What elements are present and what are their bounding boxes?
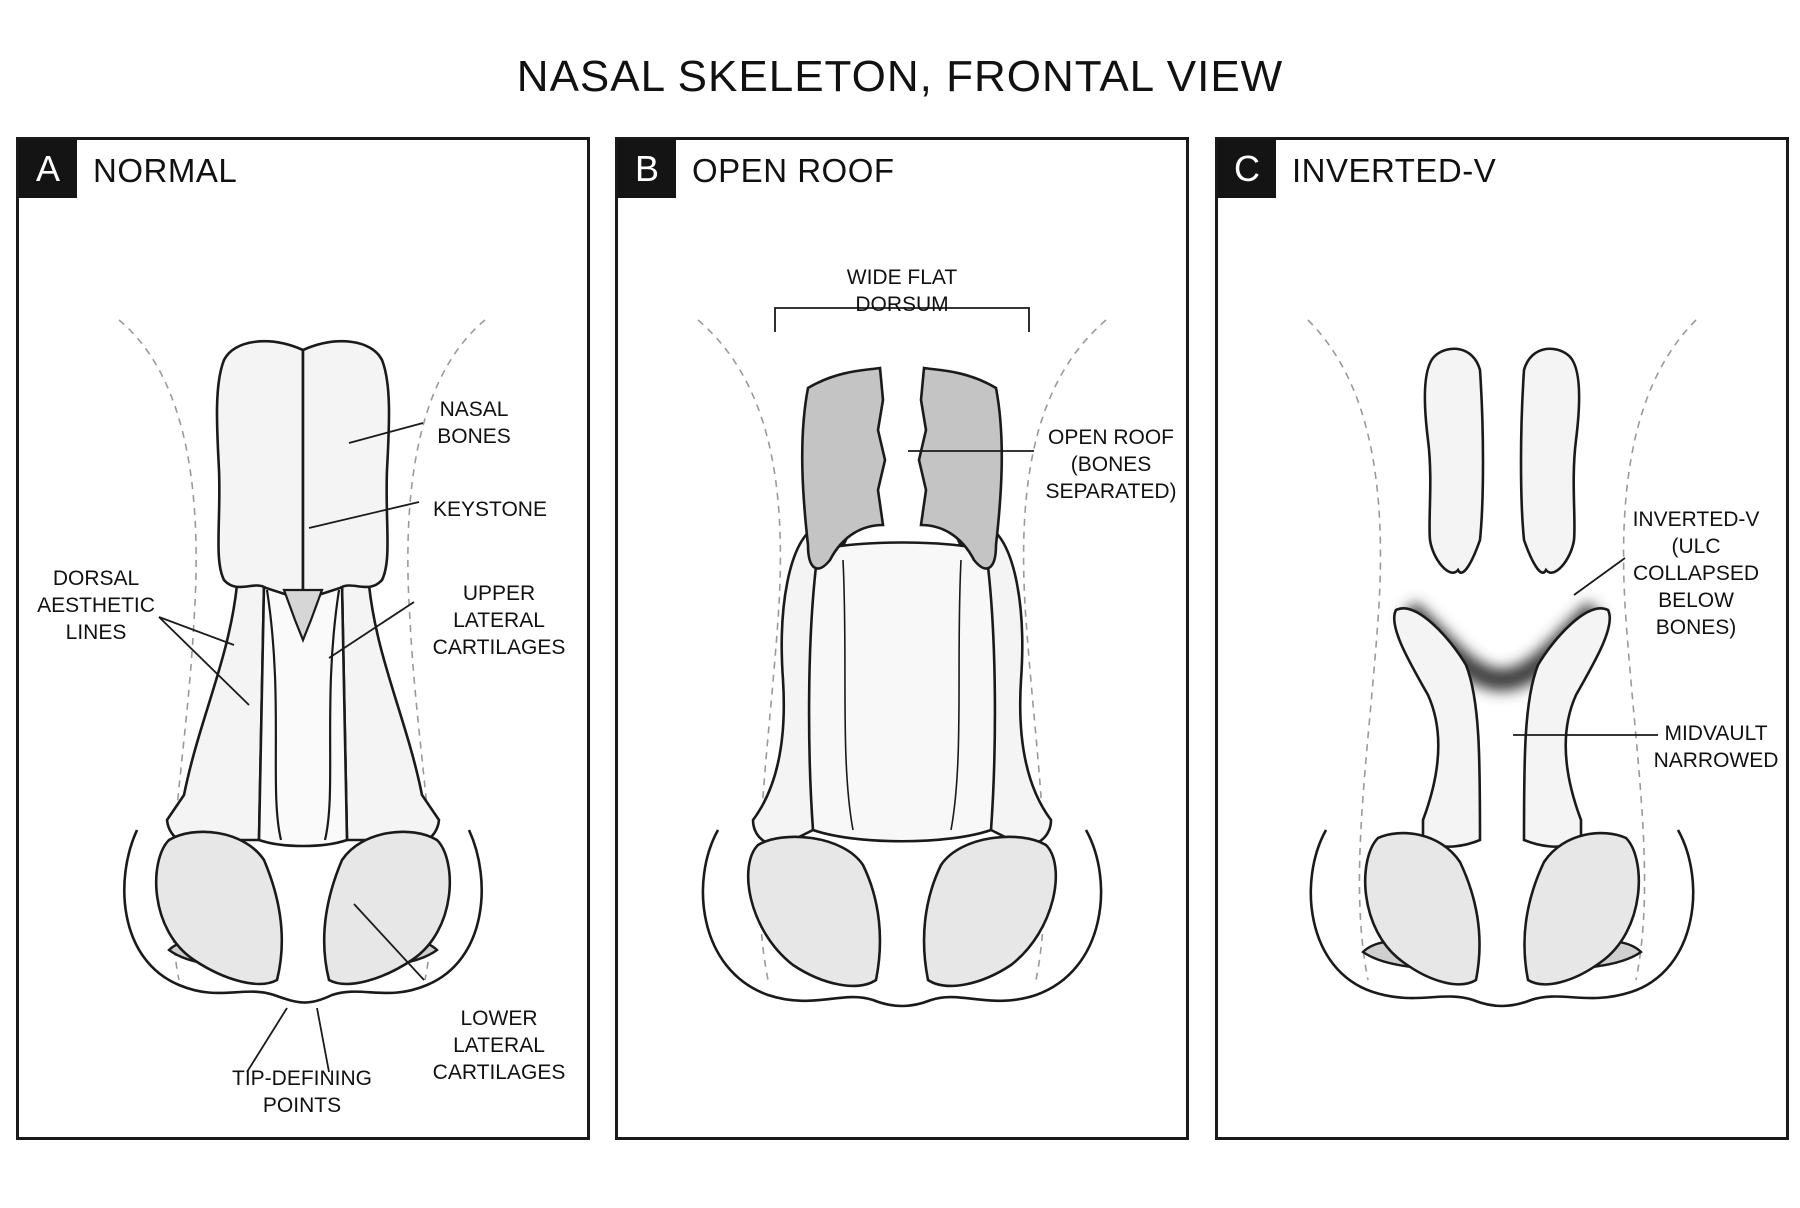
leader-lines — [158, 422, 425, 1073]
label-wide-flat-dorsum: WIDE FLAT DORSUM — [846, 266, 958, 316]
face-contour-dashed — [118, 319, 486, 981]
nasal-base-outline — [1309, 829, 1695, 1008]
panel-letter: B — [618, 140, 676, 198]
label-keystone: KEYSTONE — [433, 498, 547, 521]
nose-normal-illustration — [118, 319, 486, 1073]
label-dorsal-aesthetic-lines: DORSAL AESTHETIC LINES — [37, 567, 155, 644]
separated-nasal-bones — [800, 366, 1004, 570]
nasal-base-outline — [123, 829, 483, 1004]
lower-lateral-cartilages — [1363, 831, 1641, 986]
nasal-base-outline — [701, 829, 1103, 1008]
upper-lateral-cartilages — [751, 523, 1053, 846]
lower-lateral-cartilages — [154, 830, 452, 986]
panel-title: OPEN ROOF — [692, 152, 895, 189]
label-tip-defining-points: TIP-DEFINING POINTS — [232, 1067, 372, 1117]
panel-open-roof: B OPEN ROOF — [615, 137, 1189, 1140]
nose-inverted-v-illustration — [1307, 319, 1697, 1008]
lower-lateral-cartilages — [746, 835, 1058, 988]
label-nasal-bones: NASAL BONES — [437, 398, 511, 448]
panel-title: INVERTED-V — [1292, 152, 1497, 189]
label-open-roof: OPEN ROOF (BONES SEPARATED) — [1045, 426, 1177, 503]
keystone-shape — [282, 588, 324, 643]
upper-lateral-cartilages-collapsed — [1393, 607, 1611, 848]
panel-title: NORMAL — [93, 152, 238, 189]
label-lower-lateral-cartilages: LOWER LATERAL CARTILAGES — [432, 1007, 566, 1084]
face-contour-dashed — [1307, 319, 1697, 981]
panel-normal: A NORMAL — [16, 137, 590, 1140]
leader-lines — [1513, 557, 1658, 736]
label-midvault-narrowed: MIDVAULT NARROWED — [1653, 722, 1779, 772]
panel-letter: C — [1218, 140, 1276, 198]
dorsum-bracket — [774, 307, 1030, 332]
panel-letter: A — [19, 140, 77, 198]
nose-open-roof-illustration — [697, 307, 1107, 1008]
nasal-bones-narrow — [1423, 347, 1581, 574]
nasal-bones-shape — [215, 339, 391, 602]
panel-inverted-v: C INVERTED-V — [1215, 137, 1789, 1140]
label-upper-lateral-cartilages: UPPER LATERAL CARTILAGES — [432, 582, 566, 659]
figure-title: NASAL SKELETON, FRONTAL VIEW — [516, 52, 1284, 101]
midvault-contours — [842, 559, 962, 831]
label-inverted-v: INVERTED-V (ULC COLLAPSED BELOW BONES) — [1632, 508, 1760, 639]
dorsal-aesthetic-line-shapes — [265, 589, 341, 841]
